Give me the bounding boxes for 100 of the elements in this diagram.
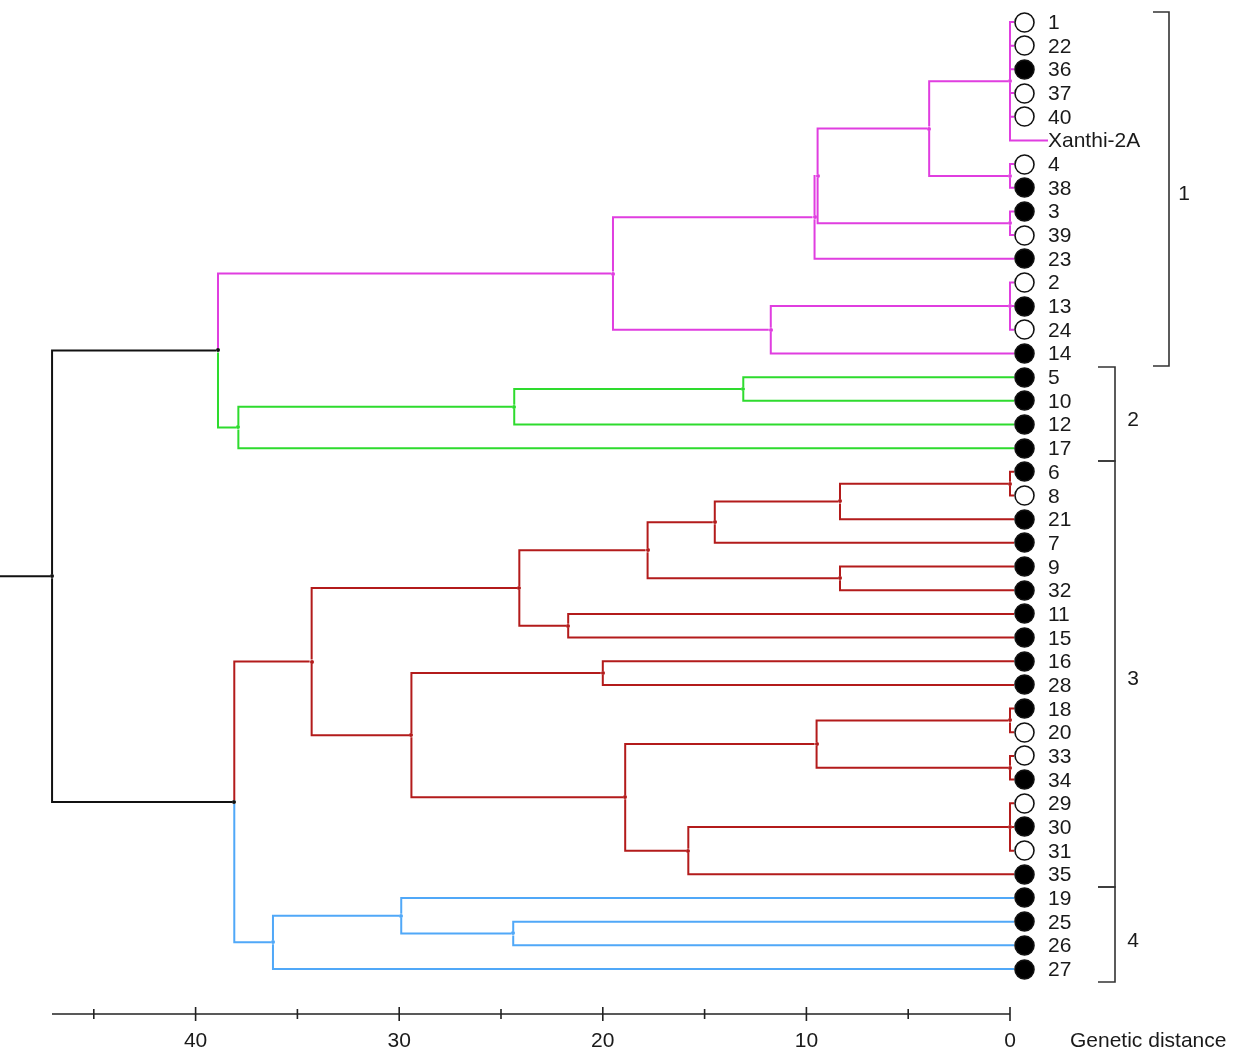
branch-line: [271, 914, 401, 942]
open-circle-icon: [1014, 11, 1035, 33]
branch-line: [1009, 224, 1015, 237]
branch-line: [217, 351, 238, 429]
filled-circle-icon: [1014, 650, 1035, 672]
junction-dot: [768, 327, 773, 332]
branch-line: [1009, 281, 1015, 306]
junction-dot: [623, 795, 628, 800]
junction-dot: [814, 742, 819, 747]
sample-number: 14: [1048, 342, 1072, 365]
cluster-number: 3: [1127, 667, 1139, 689]
open-circle-icon: [1014, 745, 1035, 767]
filled-circle-icon: [1014, 698, 1035, 720]
junction-dot: [741, 386, 746, 391]
junction-dot: [815, 173, 820, 178]
branch-line: [839, 565, 1015, 578]
branch-line: [601, 674, 1015, 686]
branch-line: [1009, 210, 1015, 223]
junction-dot: [600, 671, 605, 676]
branch-line: [928, 129, 1009, 177]
filled-circle-icon: [1014, 911, 1035, 933]
sample-number: 28: [1048, 673, 1072, 696]
junction-dot: [517, 585, 522, 590]
branch-line: [928, 80, 1009, 128]
branch-line: [1009, 827, 1015, 852]
branch-line: [237, 405, 514, 427]
branch-line: [310, 587, 519, 661]
sample-number: 15: [1048, 626, 1072, 649]
sample-number: 17: [1048, 437, 1072, 460]
sample-number: 32: [1048, 579, 1072, 602]
branch-line: [512, 934, 1015, 947]
junction-dot: [511, 931, 516, 936]
tick-label: 30: [387, 1029, 411, 1051]
sample-number: 6: [1048, 460, 1060, 483]
branch-line: [271, 943, 1015, 970]
branch-line: [624, 798, 688, 852]
branch-line: [512, 920, 1015, 933]
filled-circle-icon: [1014, 366, 1035, 388]
branch-line: [518, 589, 568, 627]
open-circle-icon: [1014, 271, 1035, 293]
branch-line: [233, 803, 272, 944]
junction-dot: [927, 126, 932, 131]
branch-line: [713, 523, 1015, 544]
open-circle-icon: [1014, 319, 1035, 341]
branch-line: [1011, 305, 1015, 308]
junction-dot: [1008, 79, 1012, 84]
sample-number: 35: [1048, 863, 1072, 886]
branch-line: [1009, 82, 1049, 142]
junction-dot: [270, 940, 275, 945]
sample-number: 9: [1048, 555, 1060, 578]
filled-circle-icon: [1014, 461, 1035, 483]
branch-line: [237, 428, 1015, 450]
filled-circle-icon: [1014, 556, 1035, 577]
junction-dot: [1008, 173, 1012, 178]
branch-line: [410, 736, 625, 799]
sample-number: 20: [1048, 721, 1072, 744]
junction-dot: [309, 659, 314, 664]
junction-dot: [512, 404, 517, 409]
branch-line: [612, 216, 814, 273]
cluster-number: 1: [1178, 182, 1190, 204]
branch-line: [813, 174, 817, 217]
junction-dot: [686, 848, 691, 853]
sample-number: 19: [1048, 886, 1072, 909]
branch-line: [612, 274, 770, 331]
filled-circle-icon: [1014, 532, 1035, 554]
branch-line: [646, 551, 839, 580]
branch-line: [769, 330, 1015, 355]
sample-number: 27: [1048, 958, 1072, 980]
branch-line: [518, 549, 647, 587]
sample-number: 26: [1048, 934, 1072, 957]
branch-line: [1009, 754, 1015, 767]
junction-dot: [1008, 304, 1012, 309]
junction-dot: [1008, 824, 1012, 829]
branch-line: [567, 626, 1015, 639]
open-circle-icon: [1014, 721, 1035, 743]
open-circle-icon: [1014, 106, 1035, 128]
sample-number: 25: [1048, 910, 1072, 933]
cluster-number: 2: [1127, 408, 1139, 430]
sample-number: 22: [1048, 34, 1072, 57]
branch-line: [400, 897, 1015, 915]
tick-label: 40: [183, 1029, 208, 1051]
branch-line: [1009, 768, 1015, 781]
filled-circle-icon: [1014, 887, 1035, 909]
branch-line: [742, 389, 1015, 402]
open-circle-icon: [1014, 82, 1035, 104]
sample-number: 34: [1048, 768, 1072, 791]
filled-circle-icon: [1014, 816, 1035, 838]
branch-line: [51, 349, 217, 576]
branch-line: [1009, 802, 1015, 826]
sample-label: Xanthi-2A: [1048, 129, 1141, 152]
sample-number: 30: [1048, 815, 1072, 838]
branch-line: [310, 662, 411, 737]
sample-number: 7: [1048, 531, 1060, 554]
filled-circle-icon: [1014, 958, 1035, 980]
filled-circle-icon: [1014, 58, 1035, 80]
branch-line: [601, 660, 1015, 673]
sample-number: 33: [1048, 744, 1072, 767]
branch-line: [816, 127, 929, 175]
filled-circle-icon: [1014, 295, 1035, 317]
sample-number: 21: [1048, 508, 1072, 531]
